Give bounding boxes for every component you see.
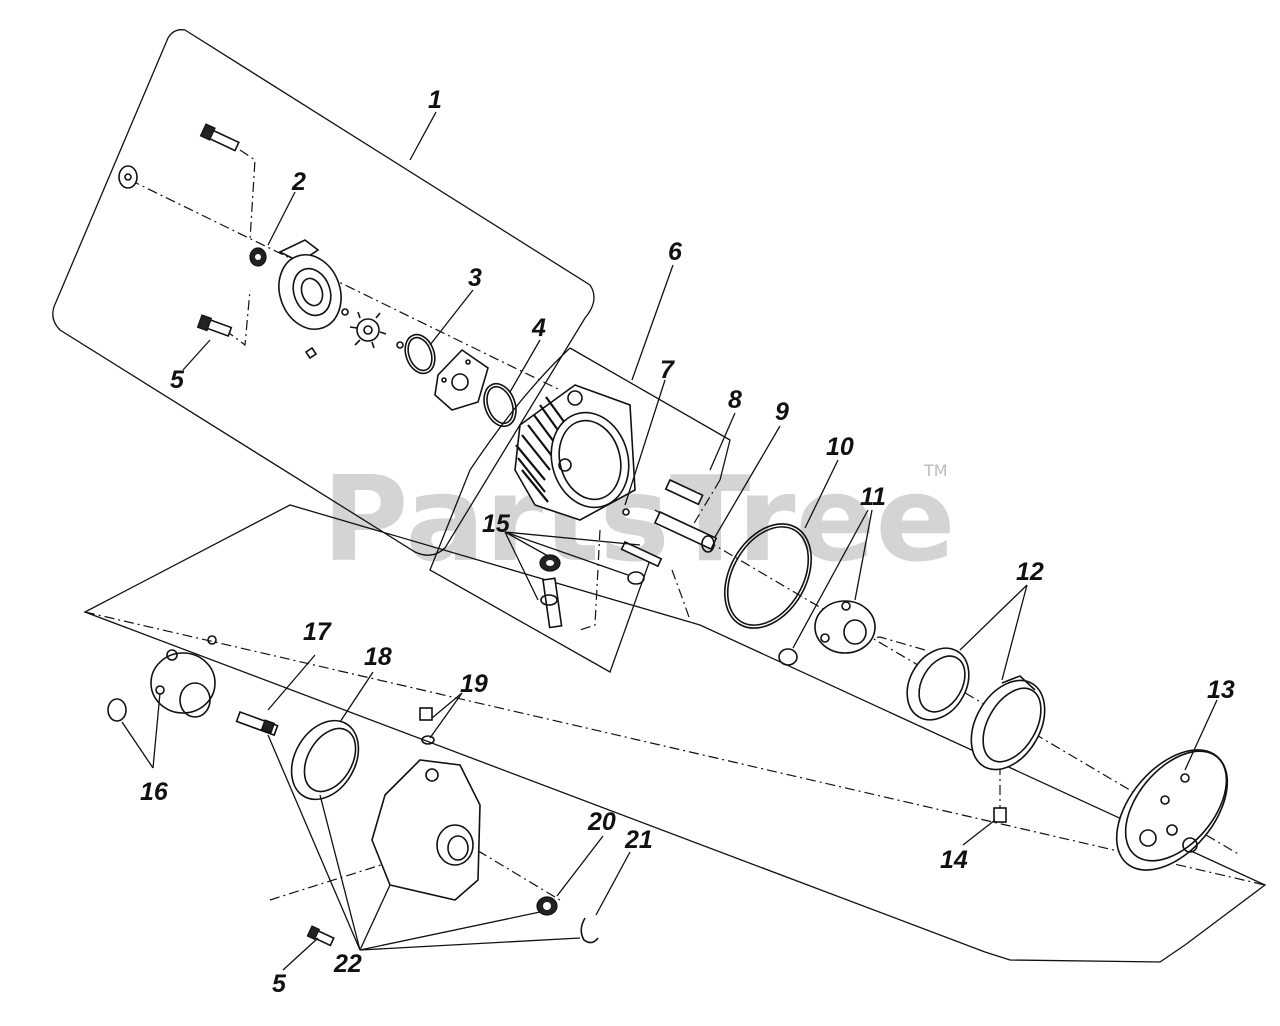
group-lower-boundary [83,504,1267,963]
main-axis-upper [129,179,561,391]
cover-axis [269,839,561,901]
snap-ring-part-21 [580,917,599,944]
plug-part-16 [107,698,127,722]
plug-part-14 [993,807,1007,823]
callout-13: 13 [1207,676,1235,704]
o-ring-inner-3 [407,336,433,372]
callout-11: 11 [860,483,886,511]
cam-ring-part-16 [150,635,217,718]
seal-hole [255,254,261,260]
callout-15: 15 [482,510,511,538]
callout-7: 7 [660,356,675,384]
screw-part-5b [306,925,335,947]
shaft-part-15 [540,577,563,629]
shaft-part-9 [653,510,718,553]
leader-lines [121,111,1218,971]
small-nut [304,346,318,360]
pump-housing-part [278,239,342,330]
pin-guide [579,529,601,631]
pin-part-7 [622,508,630,516]
bearing-part-20 [536,896,558,916]
watermark-trademark: TM [923,461,948,480]
watermark-text: PartsTree [322,450,956,588]
pin-part-15a [620,540,663,568]
small-ball [341,308,349,316]
plug-part-11 [778,648,798,666]
end-cap-part-13 [1115,749,1229,871]
callout-16: 16 [140,778,169,806]
callout-17: 17 [303,618,332,646]
callout-14: 14 [940,846,968,874]
group-6-boundary-dash [671,479,721,621]
callout-20: 20 [587,808,616,836]
lower-housing-part [371,759,481,901]
callout-1: 1 [428,86,442,114]
screw-guide [224,289,251,347]
cam-ring-part-11 [814,600,876,654]
callout-5a: 5 [170,366,185,394]
o-ring-inner-4 [486,385,514,425]
large-o-ring-inner [726,526,810,626]
washer-hole [124,173,132,181]
cover-plate-part [434,348,489,411]
callout-4: 4 [531,314,546,342]
callout-12: 12 [1016,558,1044,586]
ring-part-12a [906,647,970,721]
callout-6: 6 [668,238,683,266]
large-o-ring-part-10 [723,523,813,629]
callout-19: 19 [460,670,488,698]
seal-ring-part-18 [290,719,360,801]
group-1-boundary [52,29,595,556]
group-6-boundary [429,347,731,673]
screw-part-19 [419,707,435,745]
shaft-part-8 [664,478,704,506]
callout-21: 21 [624,826,653,854]
group-lower-boundary-dash [84,611,1266,886]
bolt-upper-part [199,123,240,152]
callout-9: 9 [775,398,789,426]
callout-3: 3 [468,264,482,292]
washer-part-15 [627,571,645,585]
callout-8: 8 [728,386,742,414]
gear-housing-part [514,384,636,521]
bolt-guide [239,149,256,241]
o-ring-part-3 [404,333,436,375]
callout-2: 2 [291,168,306,196]
callout-22: 22 [333,950,362,978]
small-ball-2 [396,341,404,349]
washer-part [118,165,138,189]
rotor-part [349,311,387,349]
callout-5b: 5 [272,970,287,998]
bolt-lower-part [196,314,233,338]
o-ring-part-4 [483,382,517,428]
bearing-part-15 [539,554,561,572]
callout-18: 18 [364,643,392,671]
callout-10: 10 [826,433,854,461]
ring-part-12b [970,675,1046,771]
shaft-part-17 [235,710,279,737]
